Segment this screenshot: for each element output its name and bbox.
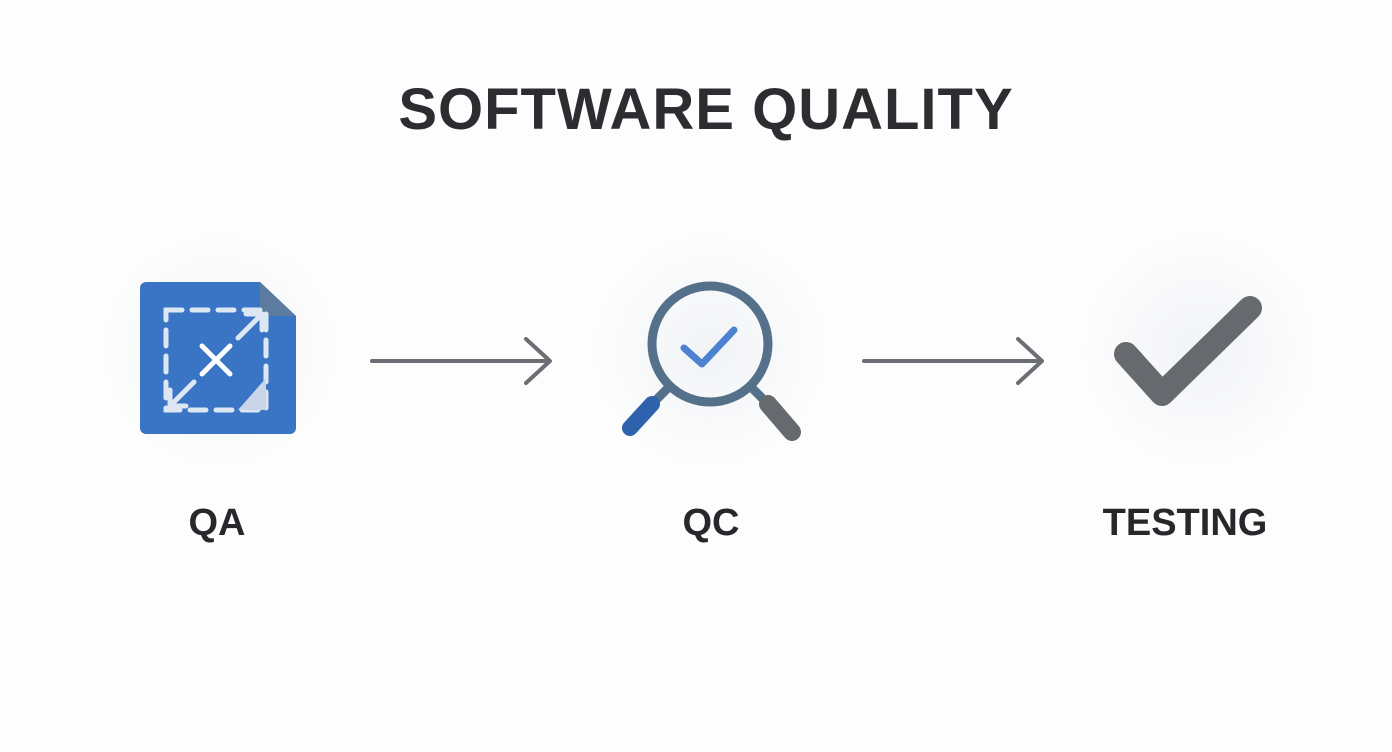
flow-arrow-qa-to-qc [370,337,552,385]
magnifier-check-icon [622,281,801,441]
checkmark-icon [1114,296,1262,406]
node-label-qc: QC [682,502,740,544]
flow-arrow-qc-to-testing [862,337,1044,385]
diagram-title: SOFTWARE QUALITY [398,77,1014,142]
node-label-qa: QA [188,502,246,544]
node-label-testing: TESTING [1102,502,1268,544]
document-expand-icon [140,282,296,434]
